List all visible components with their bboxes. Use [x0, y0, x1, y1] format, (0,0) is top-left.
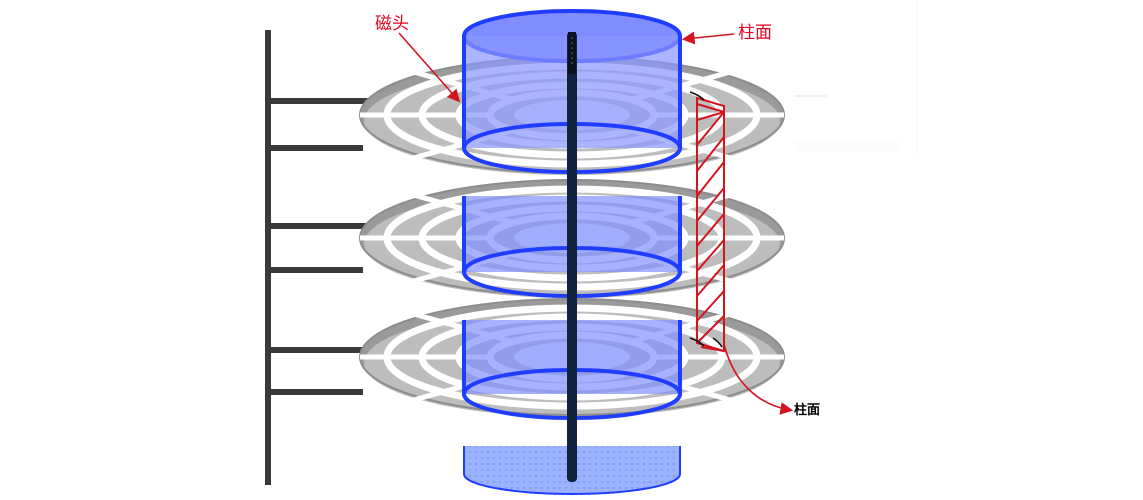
head-label: 磁头: [375, 14, 409, 34]
spindle: [567, 32, 577, 482]
cylinder-surface-highlight: [696, 96, 725, 353]
edge-markers: [689, 91, 723, 348]
cylinder-label-bottom: 柱面: [794, 403, 821, 418]
cylinder-label-top: 柱面: [738, 23, 772, 43]
background-artifacts: [795, 0, 918, 155]
annotation-arrows: [398, 31, 794, 415]
